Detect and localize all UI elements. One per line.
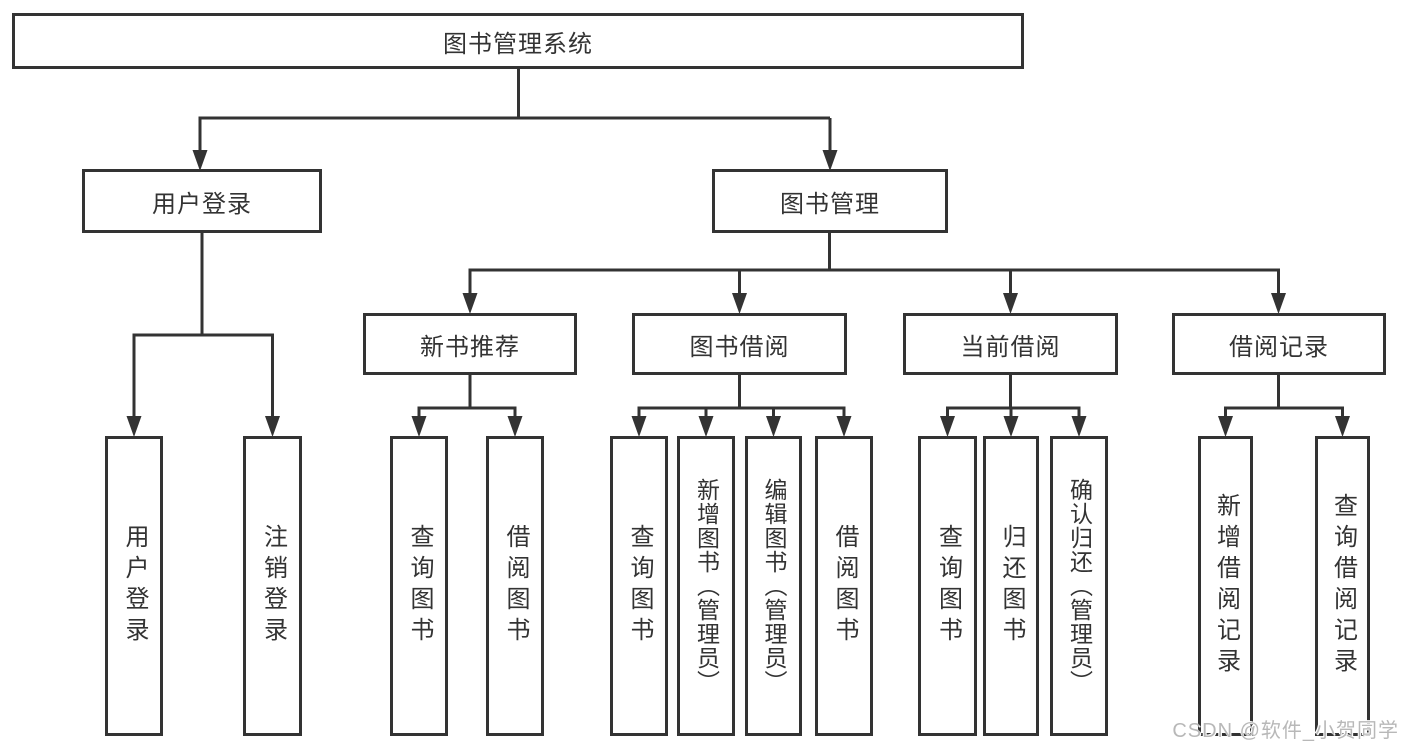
- node-user-login: 用户登录: [82, 169, 322, 233]
- leaf-query-books-recommend: 查询图书: [390, 436, 448, 736]
- connector-userlogin-children: [126, 233, 280, 437]
- leaf-return-books: 归还图书: [983, 436, 1039, 736]
- leaf-query-books-borrow: 查询图书: [610, 436, 668, 736]
- leaf-add-books-admin: 新增图书（管理员）: [677, 436, 735, 736]
- connector-bookmgmt-children: [462, 233, 1286, 314]
- leaf-query-borrow-record: 查询借阅记录: [1315, 436, 1370, 736]
- leaf-edit-books-admin: 编辑图书（管理员）: [745, 436, 802, 736]
- connector-newbook-children: [411, 375, 523, 437]
- node-borrow-records: 借阅记录: [1172, 313, 1386, 375]
- leaf-add-borrow-record: 新增借阅记录: [1198, 436, 1253, 736]
- leaf-borrow-books: 借阅图书: [815, 436, 873, 736]
- connector-currentborrow-children: [940, 375, 1087, 437]
- node-book-management: 图书管理: [712, 169, 948, 233]
- leaf-borrow-books-recommend: 借阅图书: [486, 436, 544, 736]
- connector-root-to-level2: [192, 69, 838, 171]
- csdn-watermark: CSDN @软件_小贺同学: [1172, 720, 1399, 742]
- node-book-borrow: 图书借阅: [632, 313, 847, 375]
- node-library-system: 图书管理系统: [12, 13, 1024, 69]
- leaf-confirm-return-admin: 确认归还（管理员）: [1050, 436, 1108, 736]
- connector-borrowrecords-children: [1218, 375, 1350, 437]
- node-current-borrow: 当前借阅: [903, 313, 1118, 375]
- leaf-user-login: 用户登录: [105, 436, 163, 736]
- node-new-book-recommend: 新书推荐: [363, 313, 577, 375]
- connector-bookborrow-children: [631, 375, 852, 437]
- leaf-query-books-current: 查询图书: [918, 436, 977, 736]
- leaf-logout-login: 注销登录: [243, 436, 302, 736]
